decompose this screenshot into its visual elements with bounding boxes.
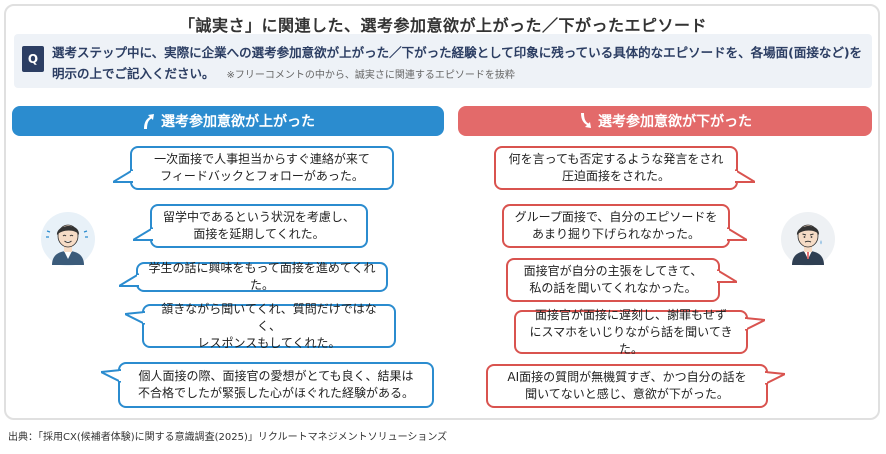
down-episode-5: AI面接の質問が無機質すぎ、かつ自分の話を 聞いてないと感じ、意欲が下がった。: [486, 364, 785, 408]
source-citation: 出典：「採用CX(候補者体験)に関する意識調査(2025)」リクルートマネジメン…: [8, 432, 448, 443]
down-episode-1: 何を言っても否定するような発言をされ 圧迫面接をされた。: [494, 146, 755, 190]
bubble-tail-icon: [727, 227, 747, 241]
question-badge: Q: [22, 46, 44, 72]
up-episode-3: 学生の話に興味をもって面接を進めてくれた。: [119, 261, 388, 292]
bubble-tail-icon: [119, 273, 139, 287]
bubble-tail-icon: [125, 311, 145, 325]
band-up-label: 選考参加意欲が上がった: [161, 114, 315, 130]
happy-person-avatar-icon: [41, 212, 95, 266]
question-box: [14, 34, 872, 88]
down-episode-3: 面接官が自分の主張をしてきて、 私の話を聞いてくれなかった。: [506, 258, 737, 302]
troubled-person-avatar-icon: [781, 212, 835, 266]
bubble-tail-icon: [717, 269, 737, 283]
band-up: 選考参加意欲が上がった: [12, 106, 444, 136]
page-title: 「誠実さ」に関連した、選考参加意欲が上がった／下がったエピソード: [178, 16, 707, 35]
bubble-tail-icon: [113, 169, 133, 183]
question-note: ※フリーコメントの中から、誠実さに関連するエピソードを抜粋: [226, 70, 515, 81]
arrow-down-icon: [581, 113, 591, 128]
bubble-tail-icon: [735, 169, 755, 183]
bubble-tail-icon: [745, 317, 765, 331]
up-episode-2: 留学中であるという状況を考慮し、 面接を延期してくれた。: [133, 204, 368, 248]
bubble-tail-icon: [133, 227, 153, 241]
arrow-up-icon: [144, 114, 154, 129]
band-down-label: 選考参加意欲が下がった: [598, 114, 752, 130]
bubble-tail-icon: [101, 369, 121, 383]
up-episode-5: 個人面接の際、面接官の愛想がとても良く、結果は 不合格でしたが緊張した心がほぐれ…: [101, 362, 434, 408]
band-down: 選考参加意欲が下がった: [458, 106, 872, 136]
question-text: 選考ステップ中に、実際に企業への選考参加意欲が上がった／下がった経験として印象に…: [52, 42, 864, 86]
up-episode-4: 頷きながら聞いてくれ、質問だけではなく、 レスポンスもしてくれた。: [125, 302, 396, 350]
bubble-tail-icon: [765, 371, 785, 385]
down-episode-2: グループ面接で、自分のエピソードを あまり掘り下げられなかった。: [502, 204, 747, 248]
up-episode-1: 一次面接で人事担当からすぐ連絡が来て フィードバックとフォローがあった。: [113, 146, 394, 190]
down-episode-4: 面接官が面接に遅刻し、謝罪もせず にスマホをいじりながら話を聞いてきた。: [514, 308, 765, 356]
question-body: 選考ステップ中に、実際に企業への選考参加意欲が上がった／下がった経験として印象に…: [52, 45, 863, 81]
